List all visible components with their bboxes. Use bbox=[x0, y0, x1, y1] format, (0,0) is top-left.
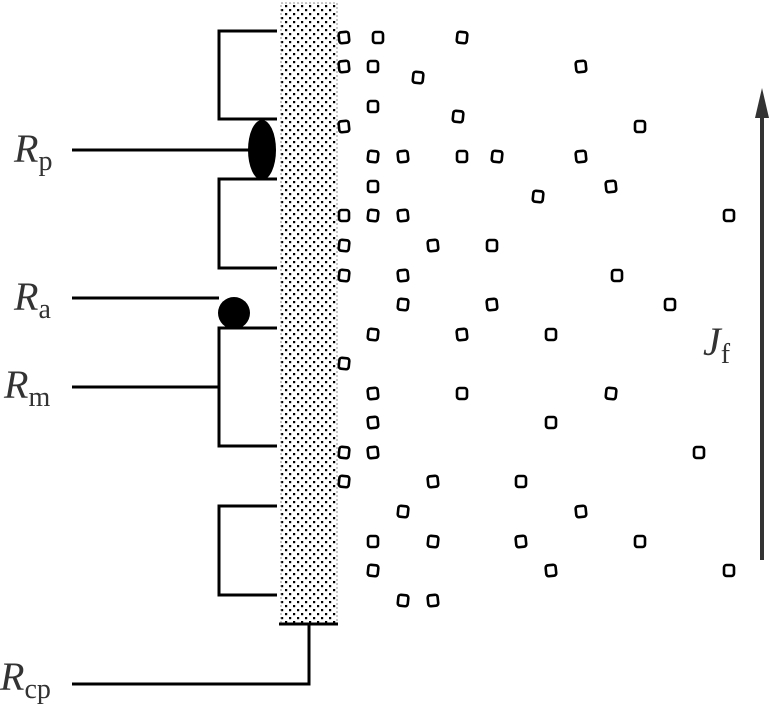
foulant-particle bbox=[366, 534, 380, 549]
foulant-particle bbox=[604, 386, 618, 401]
foulant-particle bbox=[574, 149, 588, 164]
pore-bracket-4 bbox=[217, 504, 277, 597]
foulant-particle bbox=[490, 149, 504, 164]
foulant-particles bbox=[337, 30, 736, 608]
pore-bracket-3 bbox=[217, 326, 277, 448]
foulant-particle bbox=[337, 356, 351, 371]
foulant-particle bbox=[337, 474, 351, 489]
foulant-particle bbox=[366, 179, 380, 194]
foulant-particle bbox=[544, 327, 558, 342]
foulant-particle bbox=[366, 415, 380, 430]
foulant-particle bbox=[722, 208, 736, 223]
label-rp: Rp bbox=[13, 126, 52, 177]
foulant-particle bbox=[426, 238, 440, 253]
foulant-particle bbox=[663, 297, 677, 312]
foulant-particle bbox=[604, 179, 618, 194]
foulant-particle bbox=[337, 268, 351, 283]
foulant-particle bbox=[426, 534, 440, 549]
foulant-particle bbox=[455, 327, 469, 342]
foulant-particle bbox=[366, 563, 380, 578]
foulant-particle bbox=[610, 268, 624, 283]
foulant-particle bbox=[396, 504, 410, 519]
label-jf: Jf bbox=[703, 319, 731, 370]
foulant-particle bbox=[337, 445, 351, 460]
foulant-particle bbox=[544, 415, 558, 430]
foulant-particle bbox=[337, 208, 351, 223]
foulant-particle bbox=[396, 297, 410, 312]
foulant-particle bbox=[485, 297, 499, 312]
foulant-particle bbox=[451, 109, 465, 124]
flux-arrow-head bbox=[755, 88, 769, 118]
foulant-particle bbox=[633, 119, 647, 134]
foulant-particle bbox=[366, 208, 380, 223]
foulant-particle bbox=[485, 238, 499, 253]
foulant-particle bbox=[366, 149, 380, 164]
foulant-particle bbox=[337, 30, 351, 45]
foulant-particle bbox=[396, 268, 410, 283]
foulant-particle bbox=[531, 189, 545, 204]
foulant-particle bbox=[371, 30, 385, 45]
foulant-particle bbox=[574, 504, 588, 519]
pore-bracket-1 bbox=[217, 29, 277, 121]
foulant-particle bbox=[396, 593, 410, 608]
foulant-particle bbox=[455, 386, 469, 401]
pore-bracket-2 bbox=[217, 177, 277, 270]
foulant-particle bbox=[366, 99, 380, 114]
foulant-particle bbox=[396, 208, 410, 223]
label-ra: Ra bbox=[13, 274, 51, 325]
foulant-particle bbox=[692, 445, 706, 460]
foulant-particle bbox=[366, 327, 380, 342]
foulant-particle bbox=[455, 149, 469, 164]
foulant-particle bbox=[337, 59, 351, 74]
foulant-particle bbox=[337, 238, 351, 253]
foulant-particle bbox=[366, 445, 380, 460]
rcp-leader-line bbox=[72, 624, 311, 686]
foulant-particle bbox=[366, 386, 380, 401]
foulant-particle bbox=[514, 534, 528, 549]
foulant-particle bbox=[574, 59, 588, 74]
foulant-particle bbox=[396, 149, 410, 164]
foulant-particle bbox=[411, 70, 425, 85]
label-rm: Rm bbox=[3, 362, 50, 413]
foulant-particle bbox=[455, 30, 469, 45]
label-rcp: Rcp bbox=[0, 654, 51, 705]
foulant-particle bbox=[426, 474, 440, 489]
foulant-particle bbox=[426, 593, 440, 608]
pore-blocking-particle bbox=[248, 120, 276, 180]
foulant-particle bbox=[722, 563, 736, 578]
foulant-particle bbox=[514, 474, 528, 489]
foulant-particle bbox=[544, 563, 558, 578]
adsorption-particle bbox=[218, 297, 250, 329]
foulant-particle bbox=[366, 59, 380, 74]
foulant-particle bbox=[633, 534, 647, 549]
foulant-particle bbox=[337, 119, 351, 134]
membrane-layer bbox=[280, 2, 338, 624]
